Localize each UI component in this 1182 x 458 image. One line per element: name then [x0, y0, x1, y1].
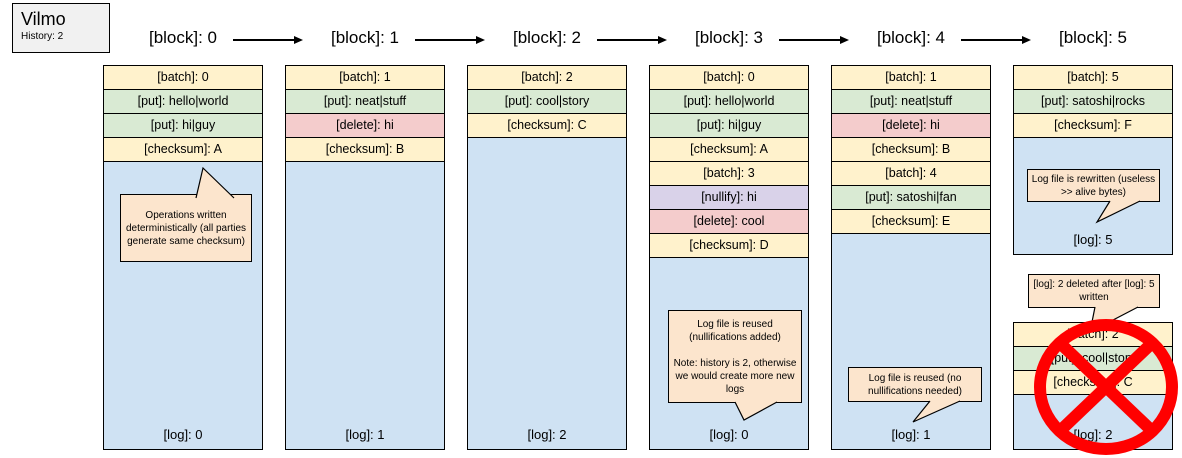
op-row: [checksum]: A — [650, 138, 808, 162]
log-label: [log]: 2 — [1073, 427, 1113, 442]
log-label: [log]: 1 — [345, 427, 385, 442]
op-row: [put]: hello|world — [650, 90, 808, 114]
op-row: [checksum]: C — [468, 114, 626, 138]
arrow-right-icon — [597, 36, 667, 43]
block-label-3: [block]: 3 — [694, 28, 764, 47]
block-label-1: [block]: 1 — [330, 28, 400, 47]
op-row: [batch]: 5 — [1014, 66, 1172, 90]
op-row: [batch]: 0 — [104, 66, 262, 90]
prohibition-icon — [1034, 319, 1178, 455]
op-row: [put]: hi|guy — [104, 114, 262, 138]
log-area: [log]: 1 — [832, 234, 990, 449]
op-row: [checksum]: F — [1014, 114, 1172, 138]
callout-log-deleted: [log]: 2 deleted after [log]: 5 written — [1028, 274, 1160, 308]
op-row: [batch]: 0 — [650, 66, 808, 90]
op-row: [delete]: hi — [286, 114, 444, 138]
op-row: [batch]: 1 — [832, 66, 990, 90]
op-row: [checksum]: B — [286, 138, 444, 162]
op-row: [put]: satoshi|rocks — [1014, 90, 1172, 114]
op-row: [batch]: 3 — [650, 162, 808, 186]
log-area: [log]: 2 — [1014, 395, 1172, 449]
callout-log-reused-nullifications: Log file is reused (nullifications added… — [668, 310, 802, 403]
callout-line: Log file is reused (nullifications added… — [689, 318, 781, 343]
op-row: [put]: hi|guy — [650, 114, 808, 138]
op-row: [batch]: 4 — [832, 162, 990, 186]
log-area: [log]: 1 — [286, 162, 444, 449]
op-row: [checksum]: A — [104, 138, 262, 162]
block-label-5: [block]: 5 — [1058, 28, 1128, 47]
op-row: [batch]: 1 — [286, 66, 444, 90]
op-row: [delete]: cool — [650, 210, 808, 234]
log-area: [log]: 0 — [650, 258, 808, 449]
arrow-right-icon — [961, 36, 1031, 43]
op-row: [put]: hello|world — [104, 90, 262, 114]
op-row: [checksum]: B — [832, 138, 990, 162]
block-label-2: [block]: 2 — [512, 28, 582, 47]
log-label: [log]: 2 — [527, 427, 567, 442]
app-history-label: History: 2 — [21, 31, 64, 42]
op-row: [checksum]: E — [832, 210, 990, 234]
arrow-right-icon — [779, 36, 849, 43]
arrow-right-icon — [233, 36, 303, 43]
log-label: [log]: 0 — [163, 427, 203, 442]
callout-deterministic: Operations written deterministically (al… — [120, 194, 252, 262]
block-1-log-box: [batch]: 1 [put]: neat|stuff [delete]: h… — [285, 65, 445, 450]
op-row: [put]: neat|stuff — [286, 90, 444, 114]
op-row: [nullify]: hi — [650, 186, 808, 210]
callout-line: Note: history is 2, otherwise we would c… — [673, 357, 797, 395]
op-row: [put]: satoshi|fan — [832, 186, 990, 210]
block-label-4: [block]: 4 — [876, 28, 946, 47]
op-row: [put]: neat|stuff — [832, 90, 990, 114]
block-2-log-box: [batch]: 2 [put]: cool|story [checksum]:… — [467, 65, 627, 450]
log-area: [log]: 2 — [468, 138, 626, 449]
arrow-right-icon — [415, 36, 485, 43]
log-label: [log]: 0 — [709, 427, 749, 442]
block-label-0: [block]: 0 — [148, 28, 218, 47]
op-row: [delete]: hi — [832, 114, 990, 138]
callout-log-rewritten: Log file is rewritten (useless >> alive … — [1027, 169, 1160, 202]
app-box: Vilmo History: 2 — [12, 3, 110, 53]
op-row: [checksum]: D — [650, 234, 808, 258]
op-row: [put]: cool|story — [468, 90, 626, 114]
log-area: [log]: 5 — [1014, 138, 1172, 254]
log-label: [log]: 5 — [1073, 232, 1113, 247]
callout-log-reused: Log file is reused (no nullifications ne… — [848, 367, 982, 402]
log-label: [log]: 1 — [891, 427, 931, 442]
op-row: [batch]: 2 — [468, 66, 626, 90]
block-5-log-box: [batch]: 5 [put]: satoshi|rocks [checksu… — [1013, 65, 1173, 255]
log-area: [log]: 0 — [104, 162, 262, 449]
app-title: Vilmo — [21, 9, 66, 29]
